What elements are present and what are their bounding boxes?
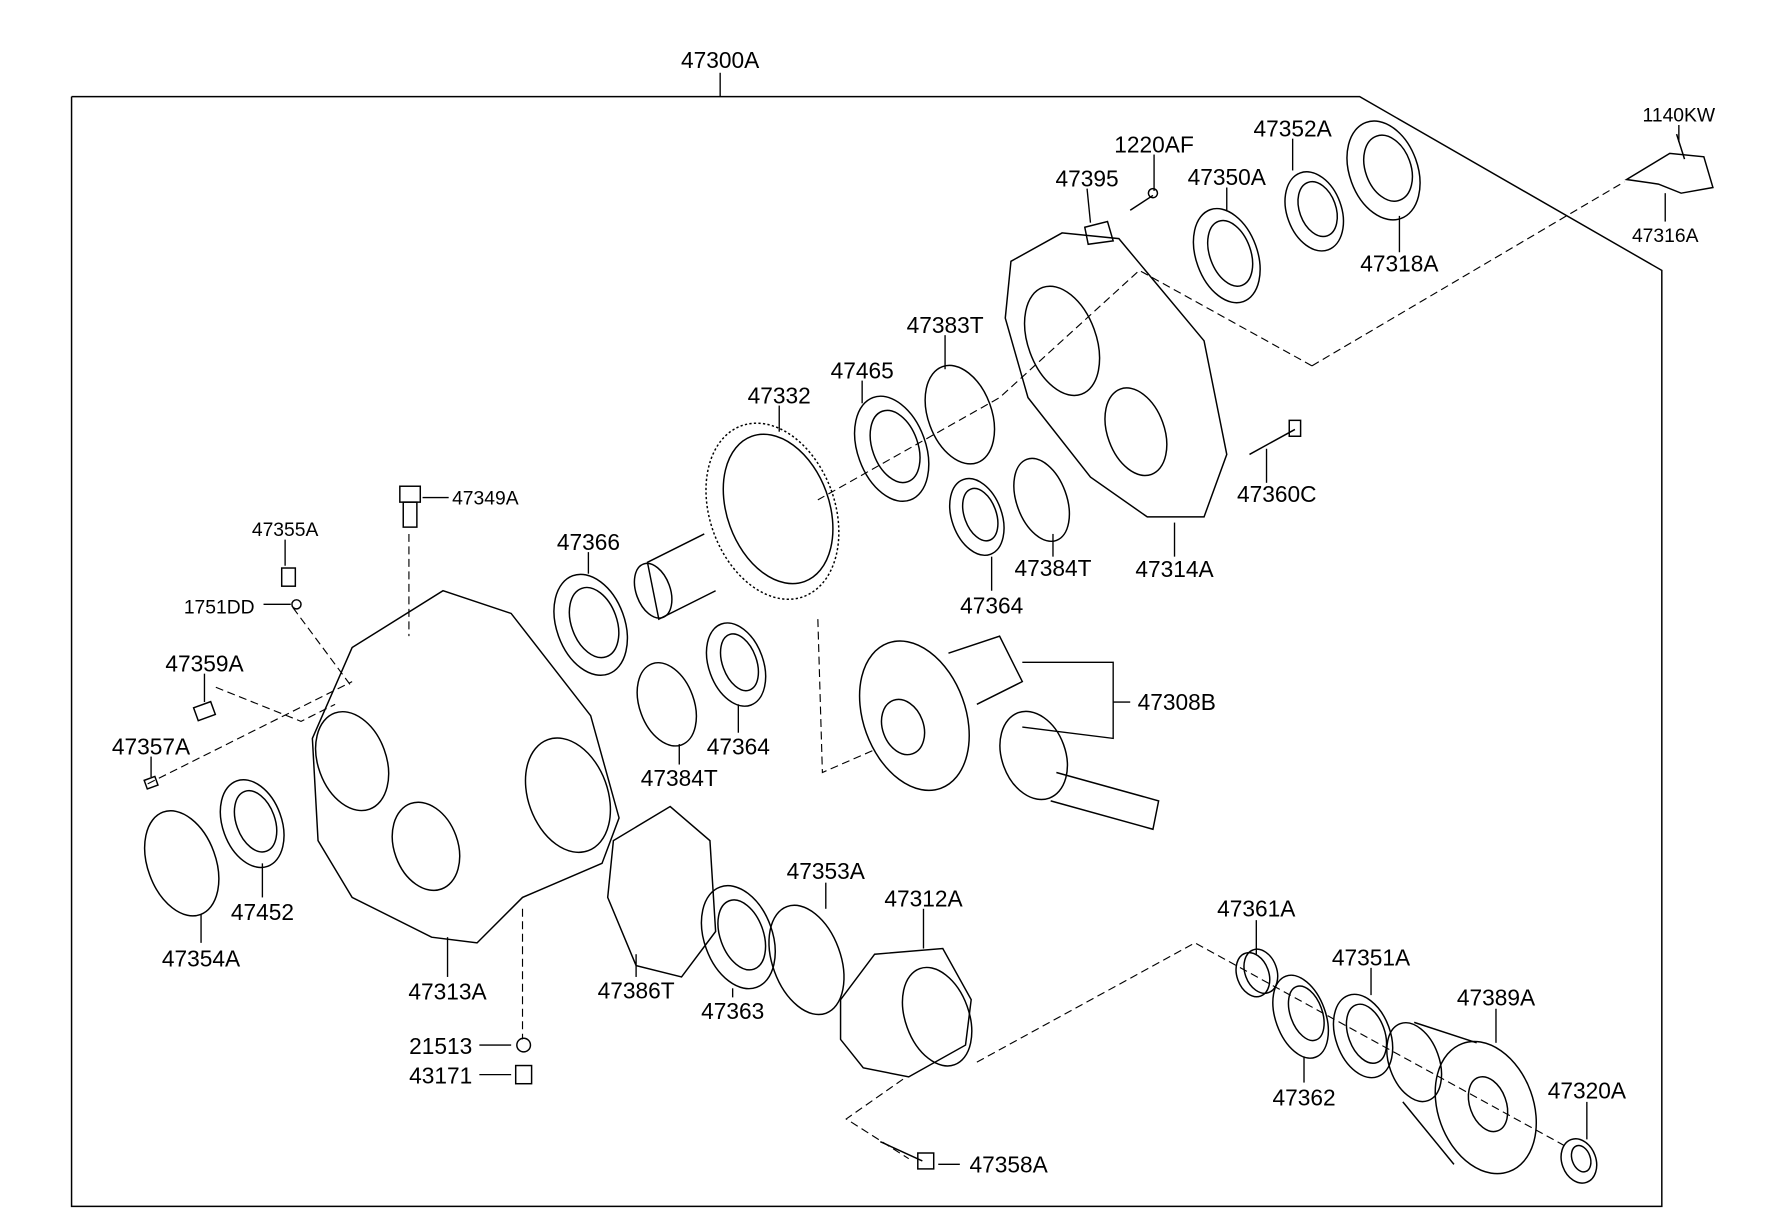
bolt-1220AF[interactable]	[1129, 187, 1159, 211]
label-47383T[interactable]: 47383T	[907, 312, 984, 338]
seal-47351A[interactable]	[1323, 986, 1404, 1086]
extension-housing-47312A[interactable]	[839, 947, 985, 1078]
label-47364-upper[interactable]: 47364	[960, 592, 1023, 618]
seal-47361A[interactable]	[1230, 944, 1283, 1001]
label-21513[interactable]: 21513	[409, 1033, 472, 1059]
bolt-47360C[interactable]	[1249, 419, 1302, 456]
o-ring-47354A[interactable]	[131, 800, 232, 926]
label-47384T-upper[interactable]: 47384T	[1014, 555, 1091, 581]
bearing-47465[interactable]	[841, 386, 942, 512]
axis-line-bracket	[1311, 181, 1625, 367]
label-47354A[interactable]: 47354A	[162, 946, 241, 972]
plate-47395[interactable]	[1083, 220, 1115, 246]
label-47316A[interactable]: 47316A	[1632, 226, 1699, 247]
bearing-47364-upper[interactable]	[940, 471, 1014, 563]
axis-line-upper	[817, 269, 1313, 501]
label-47352A[interactable]: 47352A	[1254, 115, 1333, 141]
label-47350A[interactable]: 47350A	[1188, 164, 1267, 190]
label-47318A[interactable]: 47318A	[1360, 251, 1439, 277]
pin-47359A[interactable]	[192, 700, 217, 722]
nut-47320A[interactable]	[1555, 1134, 1603, 1188]
bracket-47316A[interactable]	[1624, 133, 1714, 194]
seal-47452[interactable]	[209, 771, 296, 877]
axis-line-left	[147, 681, 353, 785]
label-47359A[interactable]: 47359A	[165, 650, 244, 676]
snap-ring-47383T[interactable]	[912, 356, 1007, 474]
assembly-frame	[70, 95, 1663, 1208]
axis-line-fill	[292, 607, 353, 688]
label-47332[interactable]: 47332	[748, 382, 811, 408]
drain-plug-43171[interactable]	[514, 1064, 533, 1085]
label-47386T[interactable]: 47386T	[598, 978, 675, 1004]
bolt-47358A[interactable]	[880, 1140, 935, 1170]
snap-ring-47384T-lower[interactable]	[626, 654, 707, 754]
washer-1751DD[interactable]	[291, 599, 302, 610]
label-43171[interactable]: 43171	[409, 1063, 472, 1089]
label-47452[interactable]: 47452	[231, 899, 294, 925]
label-1751DD[interactable]: 1751DD	[184, 597, 255, 618]
label-47314A[interactable]: 47314A	[1135, 556, 1214, 582]
bearing-47352A[interactable]	[1275, 164, 1354, 260]
label-47361A[interactable]: 47361A	[1217, 896, 1296, 922]
bearing-47366[interactable]	[541, 564, 641, 686]
plug-47355A[interactable]	[280, 567, 297, 587]
axis-line-bolt	[845, 1078, 910, 1160]
label-47351A[interactable]: 47351A	[1332, 945, 1411, 971]
label-47465[interactable]: 47465	[831, 357, 894, 383]
washer-21513[interactable]	[516, 1037, 532, 1053]
seal-47350A[interactable]	[1181, 199, 1272, 312]
label-47384T-lower[interactable]: 47384T	[641, 765, 718, 791]
front-case-47313A[interactable]	[303, 589, 626, 944]
shaft-47308B[interactable]	[840, 626, 1160, 831]
label-47353A[interactable]: 47353A	[787, 858, 866, 884]
axis-line-rear	[976, 942, 1568, 1148]
axis-line-main	[817, 619, 875, 774]
label-47366[interactable]: 47366	[557, 529, 620, 555]
label-47389A[interactable]: 47389A	[1457, 984, 1536, 1010]
label-47320A[interactable]: 47320A	[1548, 1077, 1627, 1103]
axis-line-plug	[215, 686, 336, 722]
label-47395[interactable]: 47395	[1055, 165, 1118, 191]
snap-ring-47384T-upper[interactable]	[1003, 451, 1079, 549]
label-47312A[interactable]: 47312A	[884, 886, 963, 912]
label-1140KW[interactable]: 1140KW	[1643, 106, 1716, 127]
label-47313A[interactable]: 47313A	[408, 979, 487, 1005]
label-47355A[interactable]: 47355A	[252, 520, 319, 541]
label-1220AF[interactable]: 1220AF	[1114, 131, 1194, 157]
label-47363[interactable]: 47363	[701, 998, 764, 1024]
flange-47389A[interactable]	[1377, 1015, 1554, 1188]
label-47349A[interactable]: 47349A	[452, 488, 519, 509]
vent-plug-47349A[interactable]	[399, 485, 422, 528]
gasket-47386T[interactable]	[606, 805, 717, 978]
label-47362[interactable]: 47362	[1272, 1084, 1335, 1110]
bearing-47364-lower[interactable]	[696, 615, 777, 715]
label-47358A[interactable]: 47358A	[970, 1151, 1049, 1177]
label-47308B[interactable]: 47308B	[1138, 689, 1216, 715]
pin-47357A[interactable]	[143, 775, 159, 790]
rear-case-47314A[interactable]	[1004, 232, 1228, 518]
bearing-47362[interactable]	[1262, 968, 1338, 1066]
leader-lines	[150, 125, 1680, 1166]
gear-47332[interactable]	[627, 404, 862, 623]
label-47300A[interactable]: 47300A	[681, 47, 760, 73]
snap-ring-47353A[interactable]	[755, 895, 858, 1025]
label-47364-lower[interactable]: 47364	[707, 733, 770, 759]
bearing-47363[interactable]	[688, 875, 789, 999]
label-47357A[interactable]: 47357A	[112, 733, 191, 759]
label-47360C[interactable]: 47360C	[1237, 481, 1317, 507]
seal-47318A[interactable]	[1334, 111, 1433, 230]
